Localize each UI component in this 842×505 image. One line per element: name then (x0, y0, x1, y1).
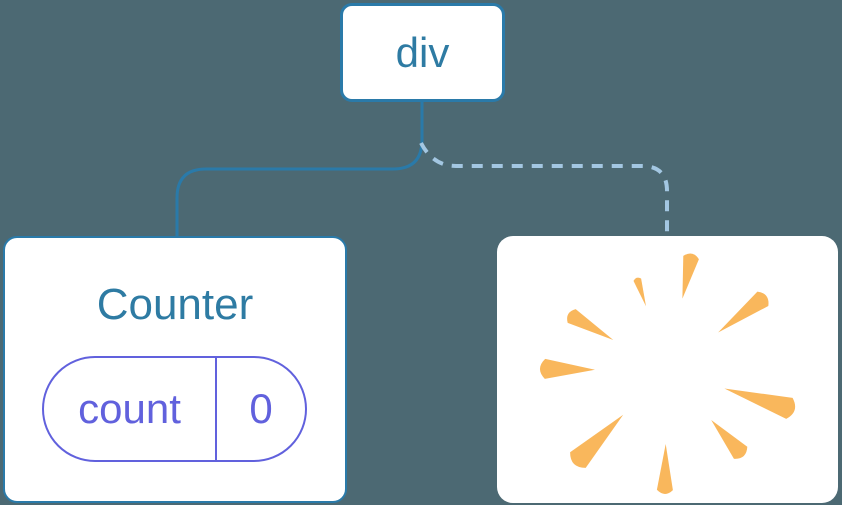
dashed-connector-edge (419, 142, 669, 236)
state-key-label: count (44, 358, 217, 460)
counter-node: Counter count 0 (3, 236, 347, 503)
state-pill: count 0 (42, 356, 307, 462)
removed-node (497, 236, 838, 503)
solid-connector-edge (175, 99, 424, 238)
root-div-node: div (340, 3, 505, 102)
state-value-label: 0 (249, 385, 273, 432)
counter-node-title: Counter (96, 280, 254, 329)
root-node-label: div (395, 28, 450, 76)
